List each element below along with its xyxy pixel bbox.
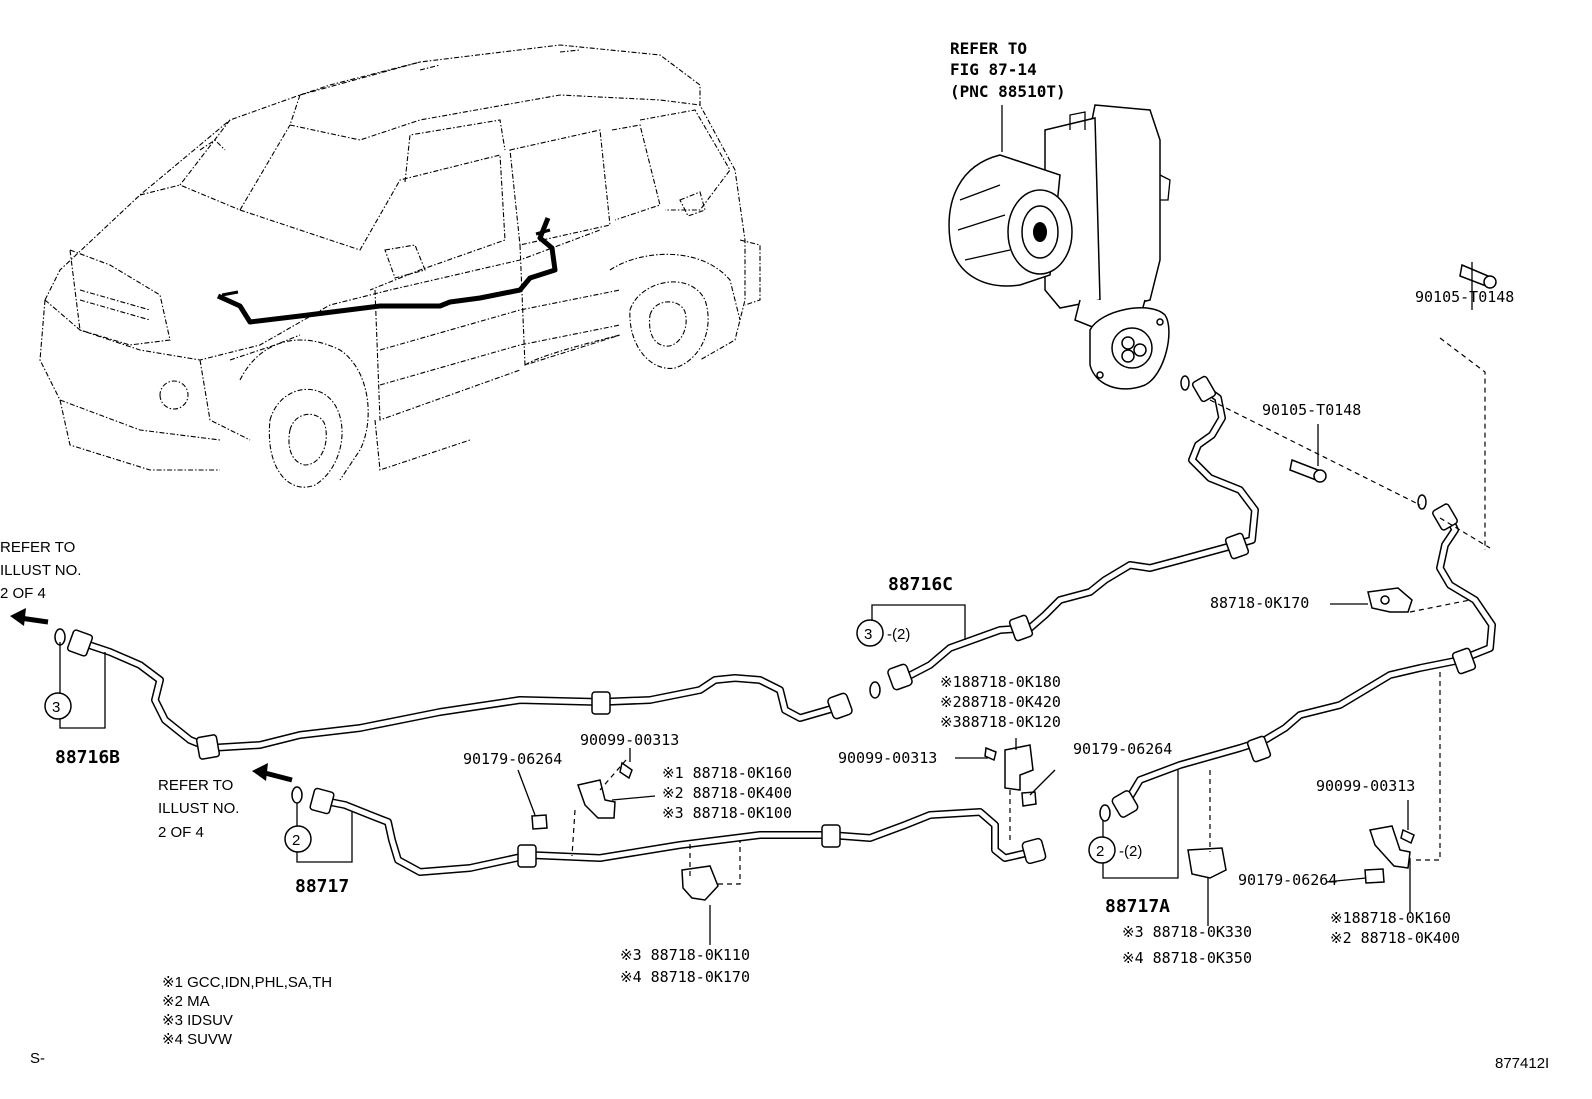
part-label: ※2 88718-0K400 bbox=[662, 784, 792, 802]
refer-illust-left: REFER TO ILLUST NO. 2 OF 4 bbox=[0, 539, 81, 602]
pipe-fittings bbox=[54, 375, 1477, 868]
part-label-88717: 88717 bbox=[295, 876, 349, 897]
part-label: ※388718-0K120 bbox=[940, 713, 1061, 731]
legend-item: ※2 MA bbox=[162, 993, 210, 1010]
part-label: 90179-06264 bbox=[463, 750, 562, 768]
part-labels: 90105-T0148 90105-T0148 88718-0K170 8871… bbox=[55, 288, 1514, 986]
clamp-bracket bbox=[681, 865, 719, 901]
part-label: 88718-0K170 bbox=[1210, 594, 1309, 612]
legend: ※1 GCC,IDN,PHL,SA,TH ※2 MA ※3 IDSUV ※4 S… bbox=[162, 974, 332, 1048]
callout-2-right-qty: -(2) bbox=[1119, 843, 1142, 860]
legend-item: ※1 GCC,IDN,PHL,SA,TH bbox=[162, 974, 332, 991]
refer-mid-line3: 2 OF 4 bbox=[158, 824, 204, 841]
arrow-left-icon bbox=[252, 763, 268, 781]
brackets bbox=[531, 263, 1497, 901]
refer-fig-line2: FIG 87-14 bbox=[950, 60, 1037, 79]
part-label: ※2 88718-0K400 bbox=[1330, 929, 1460, 947]
part-label: 90105-T0148 bbox=[1415, 288, 1514, 306]
figure-id: 877412I bbox=[1495, 1055, 1549, 1072]
refer-fig-line1: REFER TO bbox=[950, 39, 1027, 58]
refer-left-line2: ILLUST NO. bbox=[0, 562, 81, 579]
legend-item: ※4 SUVW bbox=[162, 1031, 233, 1048]
part-label: ※3 88718-0K330 bbox=[1122, 923, 1252, 941]
refer-left-line3: 2 OF 4 bbox=[0, 585, 46, 602]
callouts: 3 -(2) 3 2 2 -(2) bbox=[44, 619, 1142, 864]
part-label: ※1 88718-0K160 bbox=[662, 764, 792, 782]
part-label-88716c: 88716C bbox=[888, 574, 953, 595]
part-label: ※4 88718-0K350 bbox=[1122, 949, 1252, 967]
part-label: ※3 88718-0K100 bbox=[662, 804, 792, 822]
part-label: ※288718-0K420 bbox=[940, 693, 1061, 711]
clamp-bracket bbox=[1369, 825, 1411, 869]
clamp-bracket bbox=[1187, 847, 1227, 879]
refer-illust-mid: REFER TO ILLUST NO. 2 OF 4 bbox=[158, 777, 239, 841]
part-label: 90105-T0148 bbox=[1262, 401, 1361, 419]
callout-3-top-qty: -(2) bbox=[887, 626, 910, 643]
callout-3-top: 3 bbox=[864, 626, 872, 643]
arrow-icons bbox=[10, 608, 293, 783]
part-label: 90099-00313 bbox=[580, 731, 679, 749]
vehicle-outline bbox=[39, 44, 761, 488]
callout-2-left: 2 bbox=[292, 832, 300, 849]
clamp-bracket bbox=[1004, 744, 1034, 791]
refer-left-line1: REFER TO bbox=[0, 539, 75, 556]
part-label: 90179-06264 bbox=[1073, 740, 1172, 758]
part-label: 90099-00313 bbox=[838, 749, 937, 767]
clamp-bracket bbox=[577, 779, 616, 819]
part-label: ※3 88718-0K110 bbox=[620, 946, 750, 964]
corner-mark: S- bbox=[30, 1050, 45, 1067]
legend-item: ※3 IDSUV bbox=[162, 1012, 233, 1029]
part-label: ※4 88718-0K170 bbox=[620, 968, 750, 986]
blower-unit bbox=[948, 104, 1171, 390]
part-label: ※188718-0K180 bbox=[940, 673, 1061, 691]
leader-lines bbox=[59, 262, 1491, 945]
arrow-left-icon bbox=[10, 608, 26, 626]
refer-fig-line3: (PNC 88510T) bbox=[950, 82, 1066, 101]
part-label: 90099-00313 bbox=[1316, 777, 1415, 795]
refer-mid-line2: ILLUST NO. bbox=[158, 800, 239, 817]
part-label-88716b: 88716B bbox=[55, 747, 120, 768]
refer-mid-line1: REFER TO bbox=[158, 777, 233, 794]
part-label: 90179-06264 bbox=[1238, 871, 1337, 889]
clamp-bracket bbox=[1367, 587, 1413, 613]
callout-3-left: 3 bbox=[52, 699, 60, 716]
part-label: ※188718-0K160 bbox=[1330, 909, 1451, 927]
part-label-88717a: 88717A bbox=[1105, 896, 1170, 917]
callout-2-right: 2 bbox=[1096, 843, 1104, 860]
